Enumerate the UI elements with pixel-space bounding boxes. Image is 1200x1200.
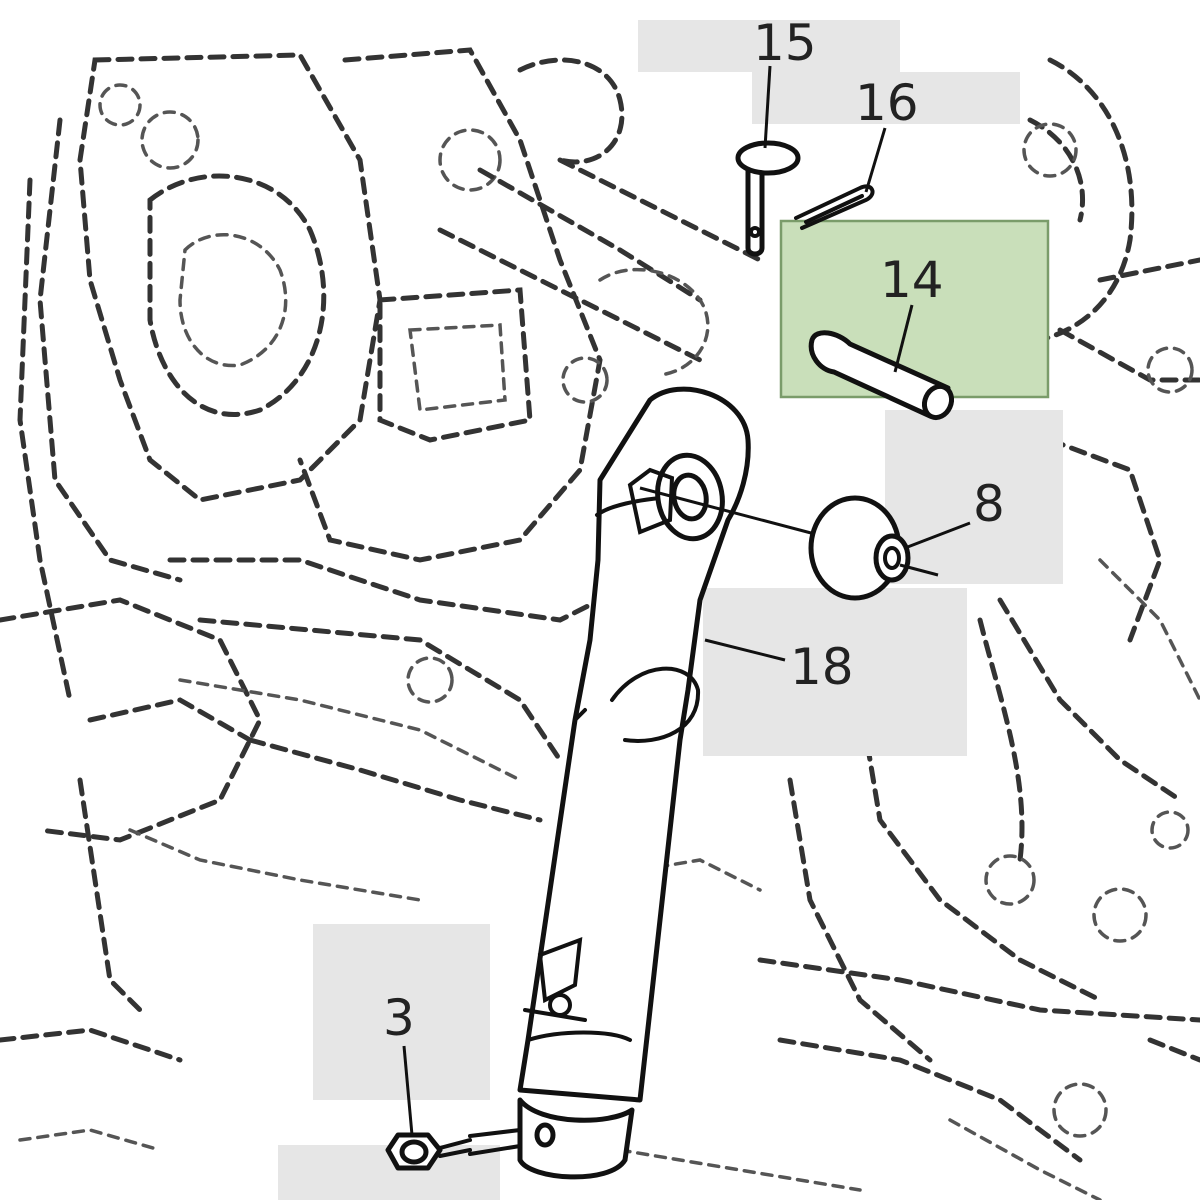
background-assembly: [0, 47, 1200, 1200]
grease-fitting-part-3[interactable]: [385, 1128, 522, 1171]
clevis-pin-part-15[interactable]: [735, 140, 801, 257]
ball-joint-part-8[interactable]: [808, 495, 939, 601]
callout-15[interactable]: 15: [753, 14, 817, 72]
label-box-15: [638, 20, 900, 72]
callout-labels: 15 16 14 8 18 3: [383, 14, 1005, 1047]
callout-3[interactable]: 3: [383, 989, 415, 1047]
lift-link-part-18[interactable]: [517, 386, 751, 1180]
callout-14[interactable]: 14: [880, 251, 944, 309]
callout-8[interactable]: 8: [973, 475, 1005, 533]
label-box-3: [313, 924, 490, 1100]
label-box-16: [752, 72, 1020, 124]
callout-18[interactable]: 18: [790, 638, 854, 696]
label-box-8: [885, 410, 1063, 584]
callout-16[interactable]: 16: [855, 74, 919, 132]
cotter-pin-part-16[interactable]: [794, 184, 875, 230]
foreground-parts: [385, 140, 956, 1180]
label-box-18: [703, 588, 967, 756]
axis-line: [639, 486, 831, 540]
leader-lines: [402, 65, 971, 1136]
pin-part-14[interactable]: [808, 330, 956, 422]
